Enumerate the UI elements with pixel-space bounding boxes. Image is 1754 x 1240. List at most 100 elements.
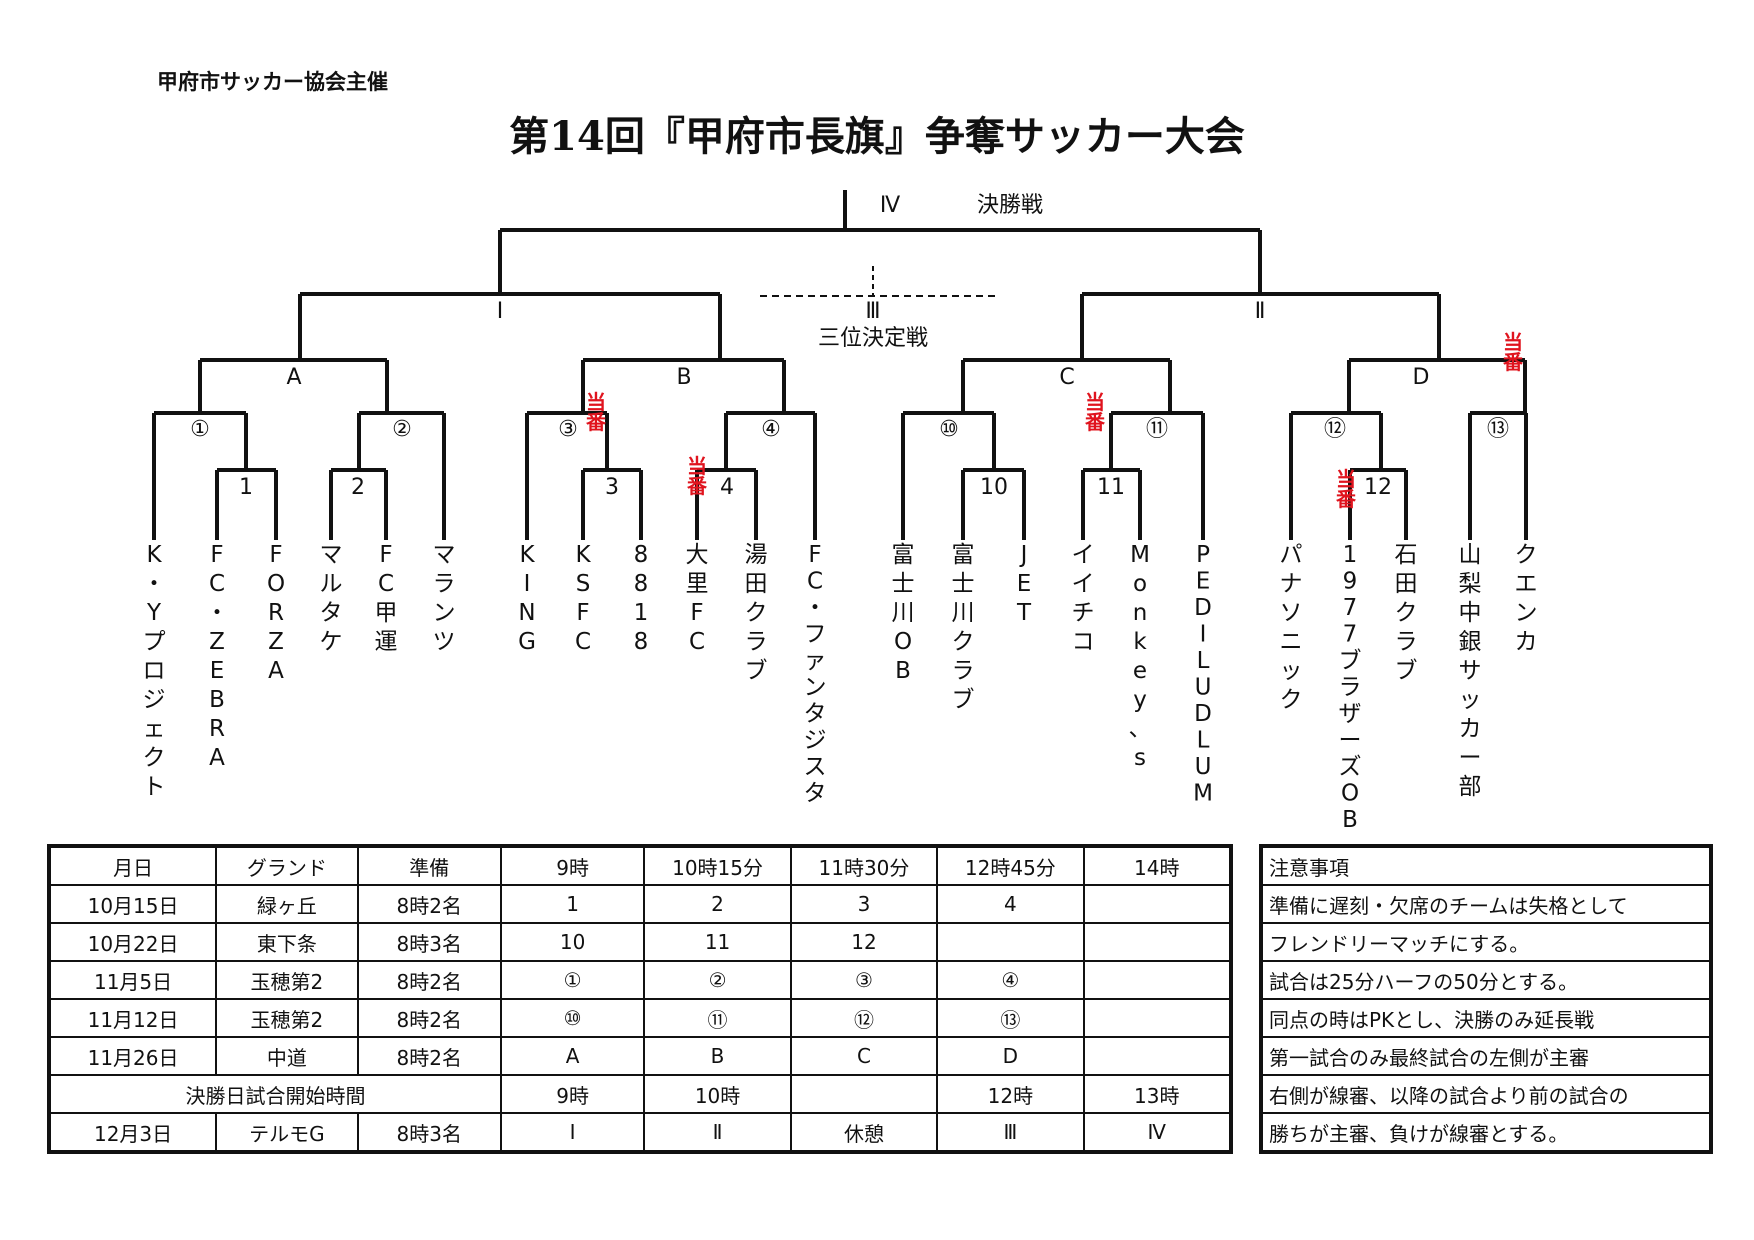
schedule-cell: 東下条 [215,922,359,962]
schedule-cell: ② [643,960,792,1000]
schedule-cell: D [936,1036,1085,1076]
round1-match-number: 4 [720,475,734,500]
duty-mark: 当番 [1502,330,1524,374]
schedule-cell: 決勝日試合開始時間 [48,1074,502,1114]
round2-match-number: ⑬ [1487,417,1509,442]
team-name: イイチコ [1072,542,1095,655]
schedule-cell: 11月26日 [47,1036,218,1076]
duty-mark: 当番 [1084,390,1106,434]
schedule-cell: 12時45分 [936,845,1085,886]
team-name: 山梨中銀サッカー部 [1459,542,1482,800]
schedule-cell [1082,884,1233,924]
schedule-cell: 11時30分 [789,845,939,886]
schedule-cell: 11月12日 [47,998,218,1038]
page-title: 第14回『甲府市長旗』争奪サッカー大会 [509,113,1245,160]
schedule-cell: 1 [499,884,646,924]
schedule-cell: 8時2名 [356,1036,502,1076]
schedule-cell: 10月22日 [47,922,218,962]
schedule-cell [1082,922,1233,962]
schedule-cell: 12 [789,922,939,962]
round1-match-number: 10 [980,475,1008,500]
schedule-cell: 2 [643,884,792,924]
schedule-cell: 13時 [1082,1074,1233,1114]
schedule-cell: 8時2名 [356,960,502,1000]
schedule-cell: Ⅰ [499,1112,646,1153]
third-place-label: Ⅲ [865,299,880,324]
schedule-cell: 12時 [936,1074,1085,1114]
team-name: パナソニック [1280,542,1303,713]
duty-mark: 当番 [1335,467,1357,511]
round2-match-number: ⑩ [939,417,959,442]
schedule-cell: A [499,1036,646,1076]
round2-match-number: ② [392,417,412,442]
schedule-cell [936,922,1085,962]
schedule-cell: テルモG [215,1112,359,1153]
schedule-cell: 玉穂第2 [215,998,359,1038]
note-line: フレンドリーマッチにする。 [1261,922,1711,962]
final-round-name: 決勝戦 [977,193,1043,218]
team-name: 石田クラブ [1395,542,1418,684]
quarterfinal-label: B [676,365,691,390]
round1-match-number: 2 [351,475,365,500]
schedule-cell: 9時 [499,1074,646,1114]
schedule-cell [789,1074,939,1114]
round2-match-number: ⑪ [1146,417,1168,442]
schedule-cell: 10月15日 [47,884,218,924]
note-line: 第一試合のみ最終試合の左側が主審 [1261,1036,1711,1076]
schedule-cell: ③ [789,960,939,1000]
schedule-cell [1082,960,1233,1000]
schedule-cell: 8時3名 [356,922,502,962]
team-name: マランツ [433,542,456,655]
team-name: 湯田クラブ [745,542,768,684]
schedule-cell: 準備 [356,845,502,886]
schedule-cell: ⑩ [499,998,646,1038]
quarterfinal-label: D [1413,365,1430,390]
third-place-name: 三位決定戦 [818,326,928,351]
note-line: 準備に遅刻・欠席のチームは失格として [1261,884,1711,924]
schedule-cell: ⑫ [789,998,939,1038]
schedule-cell: ⑬ [936,998,1085,1038]
round1-match-number: 1 [239,475,253,500]
schedule-cell: 玉穂第2 [215,960,359,1000]
organizer-label: 甲府市サッカー協会主催 [157,69,388,94]
schedule-cell: 4 [936,884,1085,924]
schedule-cell: 月日 [47,845,218,886]
schedule-cell: ① [499,960,646,1000]
semifinal-label: Ⅱ [1255,299,1266,324]
schedule-cell: Ⅳ [1082,1112,1233,1153]
schedule-cell: ⑪ [643,998,792,1038]
schedule-cell: Ⅱ [643,1112,792,1153]
schedule-cell: 8時2名 [356,998,502,1038]
schedule-cell: C [789,1036,939,1076]
quarterfinal-label: C [1059,365,1074,390]
note-line: 試合は25分ハーフの50分とする。 [1261,960,1711,1000]
round2-match-number: ③ [558,417,578,442]
duty-mark: 当番 [686,454,708,498]
round2-match-number: ④ [761,417,781,442]
schedule-cell: 14時 [1082,845,1233,886]
schedule-cell: 10時15分 [643,845,792,886]
final-round-label: Ⅳ [880,193,901,218]
schedule-cell: 緑ヶ丘 [215,884,359,924]
schedule-cell: 8時3名 [356,1112,502,1153]
